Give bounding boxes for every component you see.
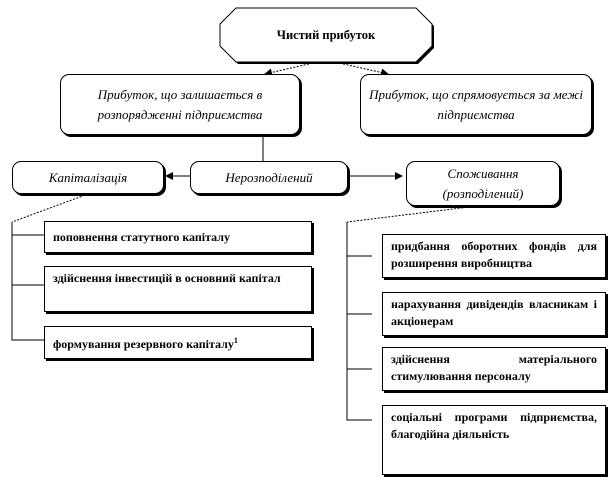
con-item-label: придбання оборотних фондів для розширенн…: [391, 239, 597, 270]
cap-item-reserve: формування резервного капіталу1: [44, 326, 312, 359]
capitalization-node: [12, 161, 164, 194]
cap-item-label: формування резервного капіталу1: [53, 336, 238, 351]
distributed-profit-label: Прибуток, що спрямовується за межі підпр…: [369, 86, 583, 122]
dash-capitalization: [11, 193, 89, 223]
con-item-label: соціальні програми підприємства, благоді…: [391, 410, 597, 441]
consumption-node: [406, 161, 560, 206]
undistributed-node: [190, 161, 348, 194]
con-item-social: соціальні програми підприємства, благоді…: [382, 405, 606, 475]
cap-item-statutory: поповнення статутного капіталу: [44, 221, 312, 253]
con-item-label: здійснення матеріального стимулювання пе…: [391, 352, 597, 383]
consumption-label: Споживання (розподілений): [442, 165, 524, 201]
dash-consumption: [346, 205, 478, 223]
cap-item-investment: здійснення інвестицій в основний капітал: [44, 266, 312, 312]
undistributed-label: Нерозподілений: [225, 169, 313, 185]
con-item-incentives: здійснення матеріального стимулювання пе…: [382, 347, 606, 391]
con-item-working-capital: придбання оборотних фондів для розширенн…: [382, 234, 606, 278]
capitalization-label: Капіталізація: [48, 169, 128, 185]
cap-item-label: здійснення інвестицій в основний капітал: [53, 271, 281, 285]
bracket-capitalization: [11, 222, 44, 341]
retained-profit-node: [60, 74, 300, 135]
con-item-label: нарахування дивідендів власникам і акціо…: [391, 297, 597, 328]
cap-item-label: поповнення статутного капіталу: [53, 229, 231, 244]
distributed-profit-node: [360, 74, 592, 135]
bracket-consumption: [346, 222, 372, 421]
footnote-mark: 1: [233, 336, 238, 345]
root-node-label: Чистий прибуток: [276, 27, 376, 42]
retained-profit-label: Прибуток, що залишається в розпорядженні…: [97, 86, 263, 122]
con-item-dividends: нарахування дивідендів власникам і акціо…: [382, 292, 606, 336]
